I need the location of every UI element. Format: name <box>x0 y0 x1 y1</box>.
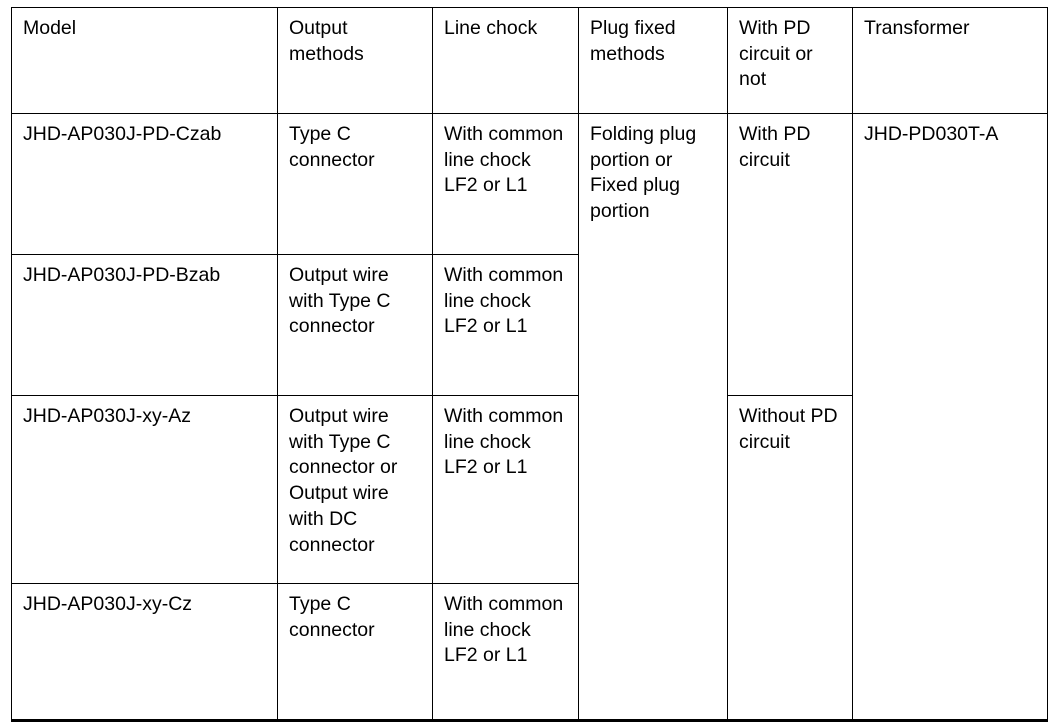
table-row: JHD-AP030J-PD-Czab Type C connector With… <box>11 113 1048 721</box>
cell-line-chock: With common line chock LF2 or L1 <box>432 583 579 722</box>
cell-output: Type C connector <box>277 583 433 722</box>
cell-output: Type C connector <box>277 113 433 255</box>
cell-line-chock: With common line chock LF2 or L1 <box>432 254 579 396</box>
table-row: JHD-AP030J-xy-Az Output wire with Type C… <box>11 395 1048 721</box>
table-row: JHD-AP030J-PD-Bzab Output wire with Type… <box>11 254 1048 396</box>
cell-line-chock: With common line chock LF2 or L1 <box>432 113 579 255</box>
cell-pd-with-circuit: With PD circuit <box>727 113 853 396</box>
cell-output: Output wire with Type C connector or Out… <box>277 395 433 584</box>
cell-model: JHD-AP030J-PD-Bzab <box>11 254 278 396</box>
cell-transformer: JHD-PD030T-A <box>852 113 1048 721</box>
column-header-model: Model <box>11 7 278 114</box>
table-header-row: Model Output methods Line chock Plug fix… <box>11 7 1048 114</box>
column-header-line-chock: Line chock <box>432 7 579 114</box>
cell-pd-without-circuit: Without PD circuit <box>727 395 853 721</box>
column-header-plug-fixed: Plug fixed methods <box>578 7 728 114</box>
cell-line-chock: With common line chock LF2 or L1 <box>432 395 579 584</box>
product-specification-table: Model Output methods Line chock Plug fix… <box>11 7 1048 722</box>
column-header-pd-circuit: With PD circuit or not <box>727 7 853 114</box>
cell-model: JHD-AP030J-PD-Czab <box>11 113 278 255</box>
spec-table-container: Model Output methods Line chock Plug fix… <box>11 7 1048 722</box>
column-header-transformer: Transformer <box>852 7 1048 114</box>
cell-model: JHD-AP030J-xy-Cz <box>11 583 278 722</box>
cell-output: Output wire with Type C connector <box>277 254 433 396</box>
cell-plug-fixed-methods: Folding plug portion or Fixed plug porti… <box>578 113 728 721</box>
column-header-output: Output methods <box>277 7 433 114</box>
cell-model: JHD-AP030J-xy-Az <box>11 395 278 584</box>
